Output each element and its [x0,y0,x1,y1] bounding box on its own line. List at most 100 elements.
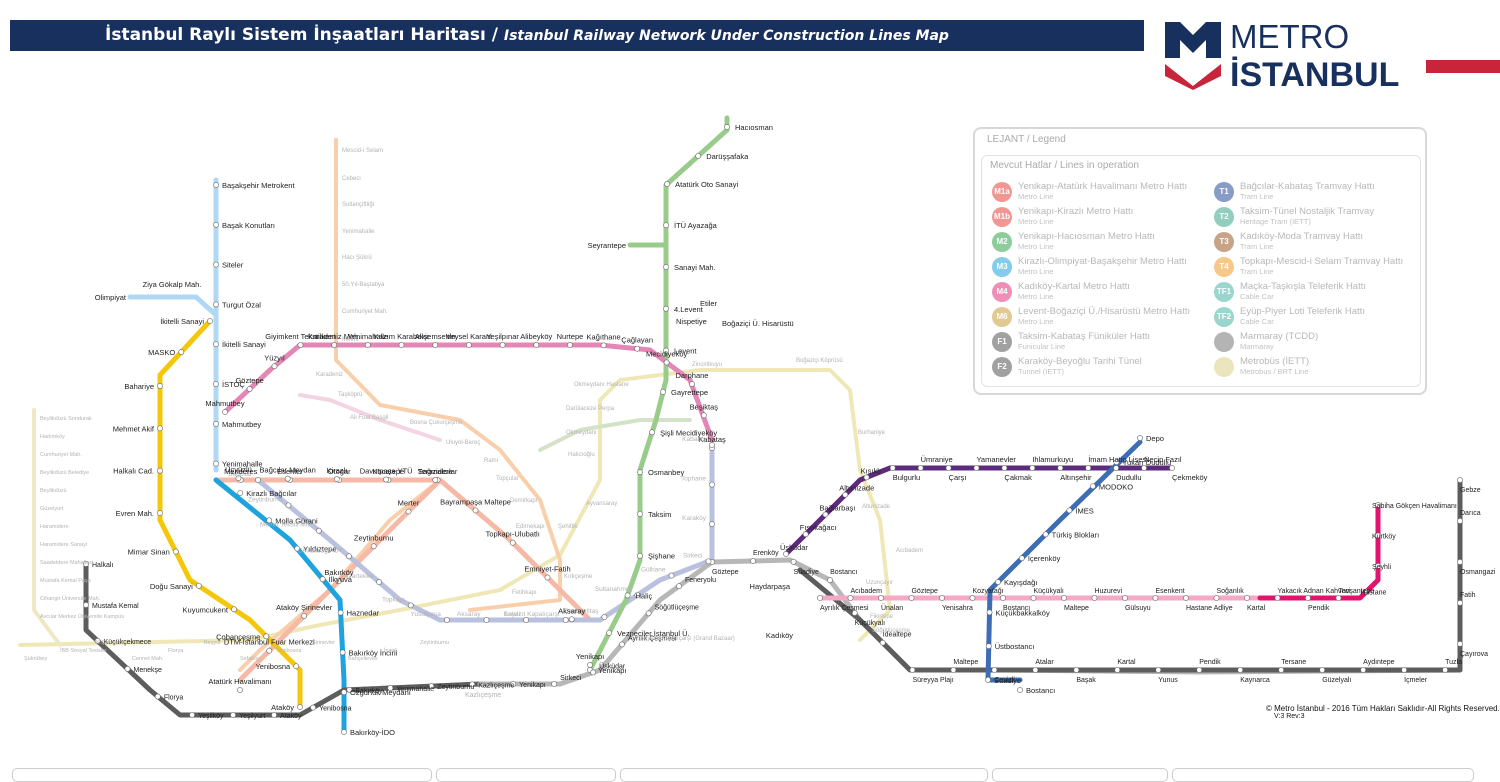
station-label: Merter Tekstil Mrk. [260,522,313,529]
station-dot [802,531,809,538]
station-label: Cennet Mah. [132,656,164,662]
station-label: Beşiktaş [690,402,719,411]
legend-line-badge-icon: TF1 [1214,282,1234,302]
map-title: İstanbul Raylı Sistem İnşaatları Haritas… [105,25,949,45]
station-label: Beylikdüzü [40,488,67,494]
station-label: Kazlıçeşme [465,692,501,699]
station-dot [213,420,219,427]
station-label: Yenibosna [276,648,302,654]
legend-line-name: Yenikapı-Atatürk Havalimanı Metro Hattı [1018,181,1188,192]
station-label: Florya [168,648,184,654]
bottom-panel-tab[interactable] [1172,768,1474,782]
station-label: Giyimkent Tekstilkent [265,332,336,341]
station-dot [985,676,991,683]
station-dot [709,442,715,448]
station-label: Küçükbakkalköy [996,608,1050,617]
legend-line-kind: Metro Line [1018,317,1054,326]
station-label: Depo [1146,434,1164,443]
station-dot [664,181,671,187]
station-label: Sirkeci [683,552,703,559]
station-dot [544,574,551,581]
station-label: Atatürk Havalimanı [208,677,271,686]
station-dot [1057,465,1064,471]
station-label: Kocatepe [373,467,405,476]
legend-line-badge-icon: TF2 [1214,307,1234,327]
bottom-panel-tab[interactable] [992,768,1168,782]
station-label: Pazartekke [341,573,374,580]
station-dot [1457,518,1463,524]
legend-line-name: Yenikapı-Kirazlı Metro Hattı [1018,206,1134,217]
station-label: Osmangazi [1460,569,1496,576]
station-dot [213,221,219,228]
station-label: Kaynarca [1240,677,1270,684]
station-dot [222,409,228,415]
station-dot [301,612,308,619]
station-label: Kuyumcukent [183,605,229,614]
station-dot [847,595,854,601]
bottom-panel-tab[interactable] [12,768,432,782]
station-label: Küçükyalı [855,620,885,627]
station-dot [1073,667,1080,673]
station-dot [1032,667,1039,673]
station-dot [817,595,823,601]
station-label: Uluyol-Bereç [446,440,480,446]
station-label: Şeyhli [1372,564,1392,571]
station-dot [294,545,301,552]
station-label: Esenler [277,467,303,476]
station-label: Darülaceze Perpa [566,406,615,412]
bottom-panel-tab[interactable] [436,768,616,782]
station-label: Karadeniz Mah. [308,332,361,341]
station-label: Nurtepe [557,332,584,341]
station-label: Bakırköy [324,568,353,577]
station-label: Necip Fazıl [1144,455,1182,464]
station-dot [297,704,303,710]
station-dot [1244,595,1250,601]
station-dot [1122,595,1128,601]
station-dot [297,342,304,348]
station-label: Altınşehir [1060,473,1092,482]
legend-line-kind: Metrobus / BRT Line [1240,367,1309,376]
bottom-panel-tab[interactable] [620,768,988,782]
station-dot [917,465,924,471]
station-label: Bağlarbaşı [820,503,856,512]
station-dot [370,543,377,550]
station-label: Başakşehir Metrokent [222,181,295,190]
station-label: Feneryolu [685,577,716,584]
station-dot [587,662,593,668]
station-dot [950,667,957,673]
station-dot [1401,667,1408,673]
station-label: Yeşilyurt [239,713,265,720]
faint-line-beylikduzu [32,408,62,647]
station-label: 4.Levent [674,305,704,314]
station-dot [1113,465,1120,471]
station-label: Yukarı Dudullu [1122,458,1171,467]
station-label: Erenköy [753,550,779,557]
legend-line-badge-icon: F2 [992,357,1012,377]
legend-line-name: Kadıköy-Moda Tramvay Hattı [1240,231,1364,242]
legend-line-badge-icon: F1 [992,332,1012,352]
station-dot [432,342,439,348]
station-label: Yenikapı [576,652,605,661]
line-m1b [213,477,593,623]
station-label: Yüzyıl [264,353,285,362]
station-label: Zeytinburnu [437,684,474,691]
station-dot [645,610,652,617]
station-label: Üsküdar [780,543,808,552]
station-dots [83,124,1463,735]
title-english: Istanbul Railway Network Under Construct… [503,28,949,44]
station-label: Çekmeköy [1172,473,1208,482]
legend-line-kind: Metro Line [1018,217,1054,226]
station-label: Kabataş [682,436,707,443]
legend-line-name: Bağcılar-Kabataş Tramvay Hattı [1240,181,1375,192]
station-label: Sultanahmet [595,586,632,593]
station-label: İdealtepe [883,630,912,639]
station-label: Çakmak [1004,473,1032,482]
station-label: İlkyuva [329,575,353,584]
station-dot [1183,595,1189,601]
red-accent-bar [1426,60,1500,73]
station-label: Atalar [1035,659,1054,666]
legend-line-kind: Metro Line [1018,267,1054,276]
station-label: Haramidere Sanayi [40,542,87,548]
metro-istanbul-logo: METRO İSTANBUL [1165,18,1399,90]
